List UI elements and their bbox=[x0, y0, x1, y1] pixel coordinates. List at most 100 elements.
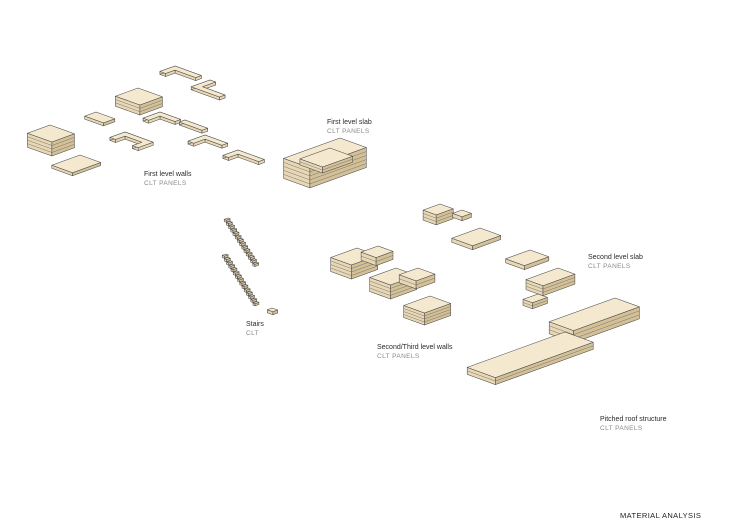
wall-plate-1-top-face bbox=[84, 111, 116, 124]
slab-step-b-layer-line bbox=[522, 302, 533, 307]
lower-stair-flight-step-top-face bbox=[221, 253, 229, 257]
wall-stack-1-top-face bbox=[115, 87, 163, 106]
first-level-walls-label: First level walls CLT PANELS bbox=[144, 170, 191, 188]
upper-wall-stack-c-layer-line bbox=[424, 309, 451, 320]
second-third-level-walls-name: Second/Third level walls bbox=[377, 344, 453, 351]
upper-wall-stack-c-layer-line bbox=[403, 314, 425, 323]
upper-stair-flight-step-top-face bbox=[223, 217, 231, 221]
lower-stair-flight-step-top-face bbox=[239, 280, 246, 284]
slab-step-a-top-face bbox=[452, 209, 472, 218]
lower-stair-flight-step-top-face bbox=[241, 284, 249, 287]
upper-stair-flight-step-top-face bbox=[230, 227, 237, 231]
wall-stack-2-layer-line bbox=[51, 140, 75, 150]
roof-panel-lower-layer-line bbox=[467, 370, 496, 382]
upper-stair-flight-step-top-face bbox=[245, 251, 253, 255]
slab-wedge-a-top-face bbox=[451, 227, 501, 246]
first-level-slab-stack-layer-line bbox=[309, 159, 367, 181]
slab-stack-a-layer-line bbox=[436, 211, 454, 219]
wall-stack-1-layer-line bbox=[139, 99, 163, 109]
wall-stack-1-layer-line bbox=[139, 103, 163, 112]
second-level-slab-name: Second level slab bbox=[588, 254, 643, 261]
first-level-slab-stack-layer-line bbox=[283, 162, 310, 173]
wall-piece-5-top bbox=[109, 131, 154, 148]
lower-stair-flight-step-top-face bbox=[243, 287, 251, 291]
second-third-level-walls-material: CLT PANELS bbox=[377, 353, 420, 360]
slab-stack-b-layer-line bbox=[542, 277, 575, 290]
wall-stack-2-layer-line bbox=[51, 144, 75, 153]
wall-stack-2-top-face bbox=[27, 124, 75, 143]
wall-piece-3-top bbox=[142, 111, 181, 122]
roof-panel-lower-top-face bbox=[466, 331, 594, 378]
upper-wall-step-b-top-face bbox=[398, 267, 436, 282]
slab-wedge-b-top-face bbox=[505, 249, 550, 266]
upper-wall-stack-a-layer-line bbox=[330, 267, 352, 276]
upper-wall-step-a-layer-line bbox=[376, 255, 394, 262]
roof-panel-upper-layer-line bbox=[573, 310, 640, 335]
lower-stair-flight-step-top-face bbox=[226, 260, 233, 264]
upper-stair-flight-step-top-face bbox=[228, 224, 235, 228]
stairs-group bbox=[221, 217, 278, 315]
wall-piece-6-top bbox=[187, 134, 228, 146]
upper-wall-step-b-layer-line bbox=[399, 278, 417, 286]
upper-wall-stack-c-layer-line bbox=[424, 312, 451, 323]
pitched-roof-structure-material: CLT PANELS bbox=[600, 425, 643, 432]
roof-panel-upper-top-face bbox=[548, 297, 640, 331]
lower-stair-flight-step-top-face bbox=[230, 267, 238, 270]
slab-stack-a-layer-line bbox=[436, 215, 454, 222]
upper-wall-stack-a-layer-line bbox=[330, 264, 352, 273]
slab-stack-a-layer-line bbox=[423, 213, 437, 219]
first-level-walls-name: First level walls bbox=[144, 171, 192, 178]
slab-step-b-layer-line bbox=[532, 300, 548, 307]
lower-stair-flight-step-top-face bbox=[246, 291, 253, 294]
first-level-slab-group bbox=[283, 137, 367, 189]
first-level-slab-name: First level slab bbox=[327, 119, 372, 126]
first-level-slab-stack-layer-line bbox=[283, 170, 310, 181]
slab-stack-b-layer-line bbox=[542, 280, 575, 293]
upper-wall-step-a-top-face bbox=[360, 245, 394, 258]
roof-panel-upper-layer-line bbox=[573, 314, 640, 339]
first-level-slab-step-layer-line bbox=[299, 161, 323, 171]
first-level-slab-step-layer-line bbox=[322, 158, 353, 171]
lower-stair-flight-step-top-face bbox=[237, 277, 244, 281]
upper-stair-flight-step-top-face bbox=[234, 234, 242, 238]
slab-stack-b-top-face bbox=[525, 267, 576, 286]
upper-stair-flight-step-top-face bbox=[252, 261, 259, 265]
pitched-roof-structure-group bbox=[466, 297, 640, 385]
slab-step-b-top-face bbox=[522, 293, 548, 304]
upper-stair-flight-step-top-face bbox=[226, 221, 233, 224]
first-level-walls-material: CLT PANELS bbox=[144, 180, 187, 187]
lower-stair-flight-step-top-face bbox=[252, 301, 260, 304]
first-level-walls-group bbox=[27, 65, 265, 176]
upper-wall-stack-b-layer-line bbox=[369, 287, 391, 296]
second-level-slab-label: Second level slab CLT PANELS bbox=[588, 253, 643, 271]
wall-piece-4-top bbox=[179, 119, 208, 131]
stairs-material: CLT bbox=[246, 330, 259, 337]
upper-stair-flight-step-top-face bbox=[250, 258, 257, 262]
roof-panel-upper-layer-line bbox=[549, 325, 574, 335]
pitched-roof-structure-name: Pitched roof structure bbox=[600, 416, 667, 423]
second-third-level-walls-label: Second/Third level walls CLT PANELS bbox=[377, 343, 452, 361]
wall-stack-2-layer-line bbox=[27, 143, 52, 153]
first-level-slab-stack-layer-line bbox=[283, 166, 310, 177]
first-level-slab-step-top-face bbox=[299, 147, 353, 168]
upper-wall-stack-c-top-face bbox=[403, 295, 451, 314]
wall-stack-1-layer-line bbox=[115, 99, 140, 109]
upper-wall-step-b-layer-line bbox=[416, 277, 435, 286]
upper-wall-step-a-layer-line bbox=[361, 255, 377, 262]
lower-stair-flight-step-top-face bbox=[232, 270, 240, 274]
upper-wall-stack-c-layer-line bbox=[403, 311, 425, 320]
lower-stair-flight-step-top-face bbox=[224, 257, 231, 260]
lower-stair-flight-step-top-face bbox=[235, 274, 242, 277]
upper-wall-stack-a-layer-line bbox=[330, 260, 352, 269]
upper-stair-flight-step-top-face bbox=[232, 231, 240, 234]
first-level-slab-stack-layer-line bbox=[283, 174, 310, 185]
upper-wall-stack-b-layer-line bbox=[369, 280, 391, 289]
second-third-level-walls-group bbox=[330, 245, 451, 326]
second-level-slab-material: CLT PANELS bbox=[588, 263, 631, 270]
wall-stack-2-layer-line bbox=[51, 137, 75, 146]
wall-piece-1-top bbox=[159, 65, 202, 78]
stair-landing-top-face bbox=[267, 307, 278, 312]
wall-stack-2-layer-line bbox=[27, 136, 52, 146]
upper-stair-flight-step-top-face bbox=[239, 241, 246, 245]
